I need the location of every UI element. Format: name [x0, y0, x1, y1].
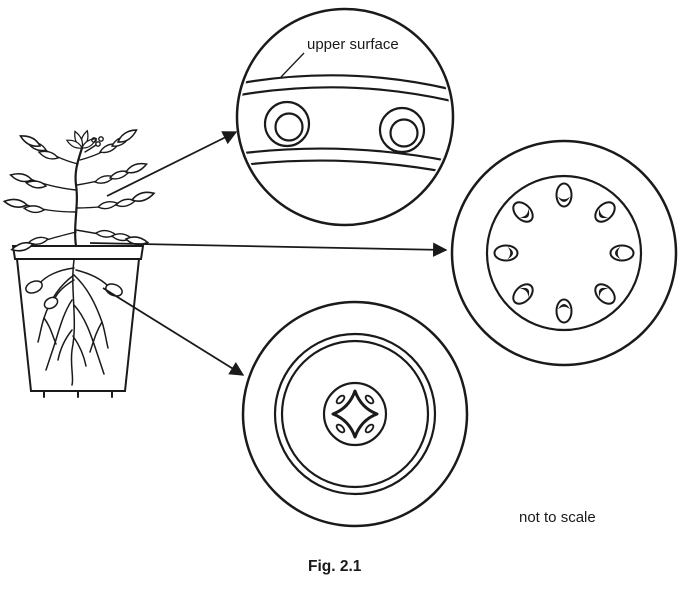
root-section-inset	[241, 300, 469, 528]
arrow-to-root-section	[102, 287, 245, 376]
root-cortex-inner-ring	[280, 339, 430, 489]
stem	[74, 146, 84, 248]
roots	[37, 259, 109, 386]
arrows	[89, 131, 448, 376]
figure-caption: Fig. 2.1	[308, 558, 362, 575]
root-cortex-outer-ring	[273, 332, 437, 496]
upper-surface-pointer-line	[280, 52, 305, 78]
plant-illustration	[2, 126, 156, 398]
not-to-scale-label: not to scale	[519, 509, 596, 526]
arrow-to-leaf-section	[106, 131, 238, 197]
upper-surface-label: upper surface	[307, 36, 399, 53]
pot	[11, 245, 145, 398]
xylem-star	[331, 389, 379, 439]
stem-inner-ring	[485, 174, 643, 332]
leaf-inset-circle	[235, 7, 455, 227]
stem-section-inset	[450, 139, 678, 367]
arrow-to-stem-section	[89, 242, 448, 257]
upper-surface-lines	[240, 74, 450, 104]
leaf-section-inset	[235, 7, 455, 227]
stem-inset-circle	[450, 139, 678, 367]
phloem-patches	[335, 394, 375, 434]
stoma-right	[378, 106, 426, 154]
foliage	[2, 126, 156, 254]
stolons-and-tubers	[25, 267, 123, 310]
stoma-left	[263, 100, 311, 148]
lower-surface-lines	[240, 147, 450, 176]
root-stele-circle	[322, 381, 388, 447]
